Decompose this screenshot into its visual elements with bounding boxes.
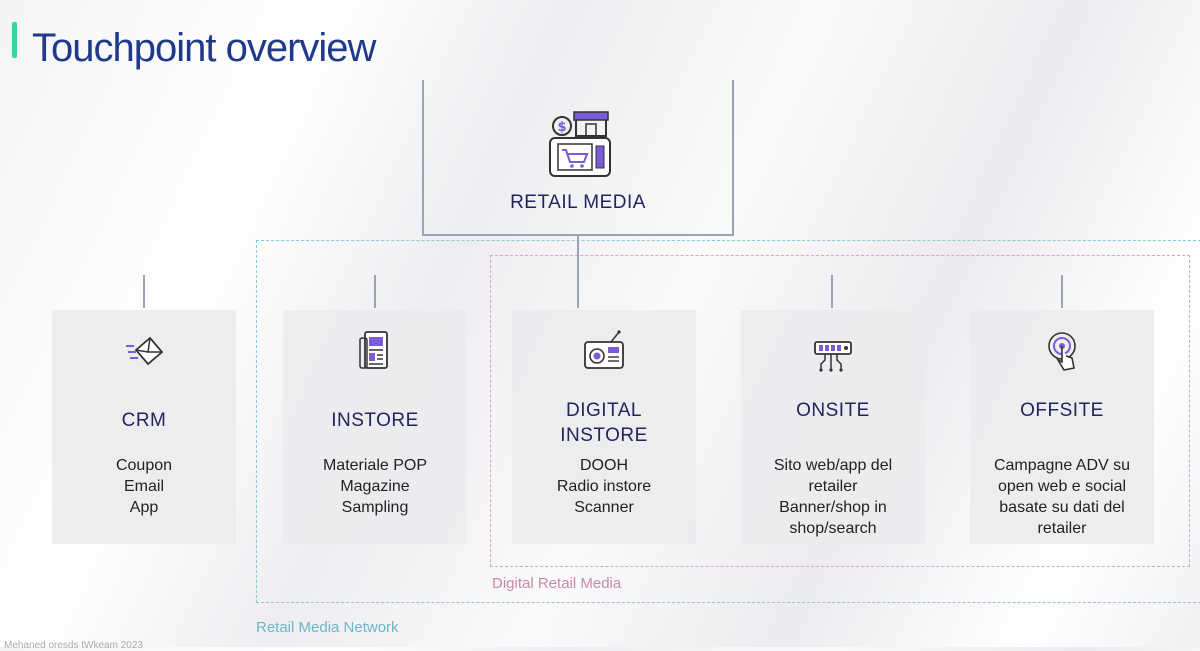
circuit-icon (814, 341, 852, 372)
retail-media-label: RETAIL MEDIA (510, 192, 646, 213)
connector-instore (374, 275, 376, 308)
card-line: App (129, 499, 159, 516)
card-body: Coupon Email App (58, 455, 230, 518)
card-body: Campagne ADV su open web e social basate… (976, 455, 1148, 539)
card-line: basate su dati del (999, 499, 1125, 516)
connector-onsite (831, 275, 833, 308)
card-line: DOOH (580, 457, 628, 474)
touch-target-icon (1048, 332, 1076, 371)
card-instore: INSTORE Materiale POP Magazine Sampling (283, 310, 467, 544)
card-body: Materiale POP Magazine Sampling (289, 455, 461, 518)
card-line: Email (123, 478, 164, 495)
card-line: Campagne ADV su (993, 457, 1131, 474)
page-title: Touchpoint overview (32, 26, 376, 70)
card-line: Sampling (341, 499, 409, 516)
svg-text:$: $ (557, 120, 566, 135)
connector-main (577, 236, 579, 308)
card-line: Radio instore (556, 478, 652, 495)
card-line: retailer (1037, 520, 1087, 537)
card-line: Magazine (340, 478, 410, 495)
digital-retail-media-group (490, 255, 1190, 567)
envelope-icon (126, 336, 164, 366)
card-onsite: ONSITE Sito web/app del retailer Banner/… (741, 310, 925, 544)
card-line: Banner/shop in (779, 499, 887, 516)
card-title: ONSITE (796, 400, 870, 421)
newspaper-icon (359, 331, 388, 369)
card-body: DOOH Radio instore Scanner (518, 455, 690, 518)
footer-text: Mehaned oresds tWkeam 2023 (4, 640, 143, 651)
card-title: OFFSITE (1020, 400, 1104, 421)
connector-crm (143, 275, 145, 308)
card-title: INSTORE (331, 410, 419, 431)
card-line: Materiale POP (322, 457, 428, 474)
card-line: open web e social (997, 478, 1127, 495)
card-title: CRM (121, 410, 167, 431)
card-digital-instore: DIGITAL INSTORE DOOH Radio instore Scann… (512, 310, 696, 544)
card-line: Coupon (115, 457, 173, 474)
digital-retail-media-label: Digital Retail Media (492, 575, 622, 592)
radio-icon (584, 330, 624, 369)
retail-media-network-group (256, 240, 1200, 603)
shop-terminal-icon: $ (549, 111, 611, 177)
retail-media-network-label: Retail Media Network (256, 619, 399, 636)
retail-media-box: $ RETAIL MEDIA (422, 80, 734, 236)
card-line: shop/search (789, 520, 877, 537)
card-line: Scanner (574, 499, 634, 516)
card-line: Sito web/app del (773, 457, 893, 474)
title-accent-bar (12, 22, 17, 58)
card-title: DIGITAL INSTORE (560, 400, 648, 446)
card-offsite: OFFSITE Campagne ADV su open web e socia… (970, 310, 1154, 544)
card-line: retailer (808, 478, 858, 495)
card-crm: CRM Coupon Email App (52, 310, 236, 544)
connector-offsite (1061, 275, 1063, 308)
card-body: Sito web/app del retailer Banner/shop in… (747, 455, 919, 539)
